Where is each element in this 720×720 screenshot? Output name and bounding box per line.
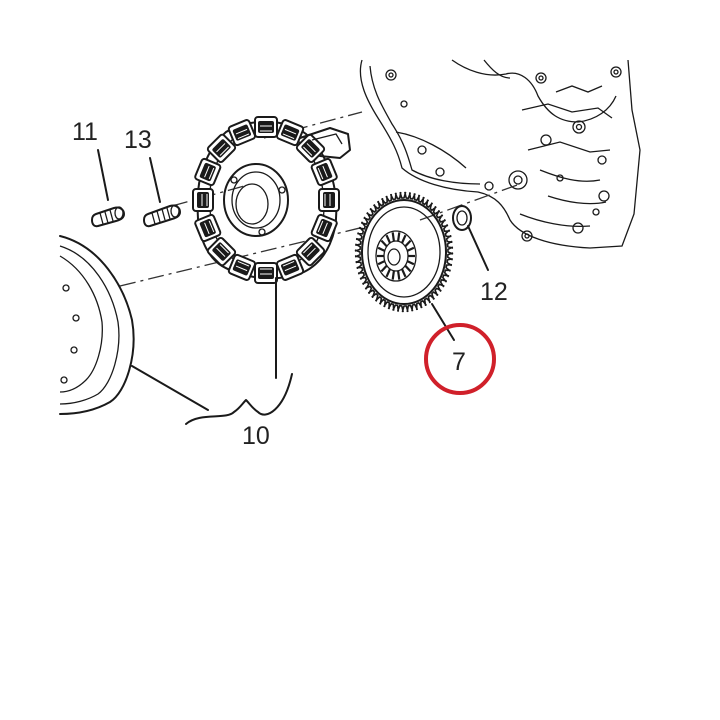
bolt-13 <box>143 204 181 228</box>
highlight-ring <box>424 323 496 395</box>
engine-case <box>359 59 641 249</box>
stator-assembly <box>192 116 351 284</box>
brace-10 <box>185 373 293 425</box>
leader-lines <box>97 149 489 411</box>
washer-12 <box>452 205 472 231</box>
gear-7 <box>354 191 454 313</box>
bolt-11 <box>91 206 125 228</box>
callout-10: 10 <box>242 422 270 450</box>
callout-13: 13 <box>124 126 152 154</box>
stator-pole-windings <box>192 116 340 284</box>
gear-teeth <box>354 191 454 313</box>
callout-7: 7 <box>452 348 466 376</box>
rotor-flywheel <box>59 235 135 415</box>
callout-11: 11 <box>72 118 98 146</box>
callout-12: 12 <box>480 278 508 306</box>
hub-splines <box>377 232 415 280</box>
